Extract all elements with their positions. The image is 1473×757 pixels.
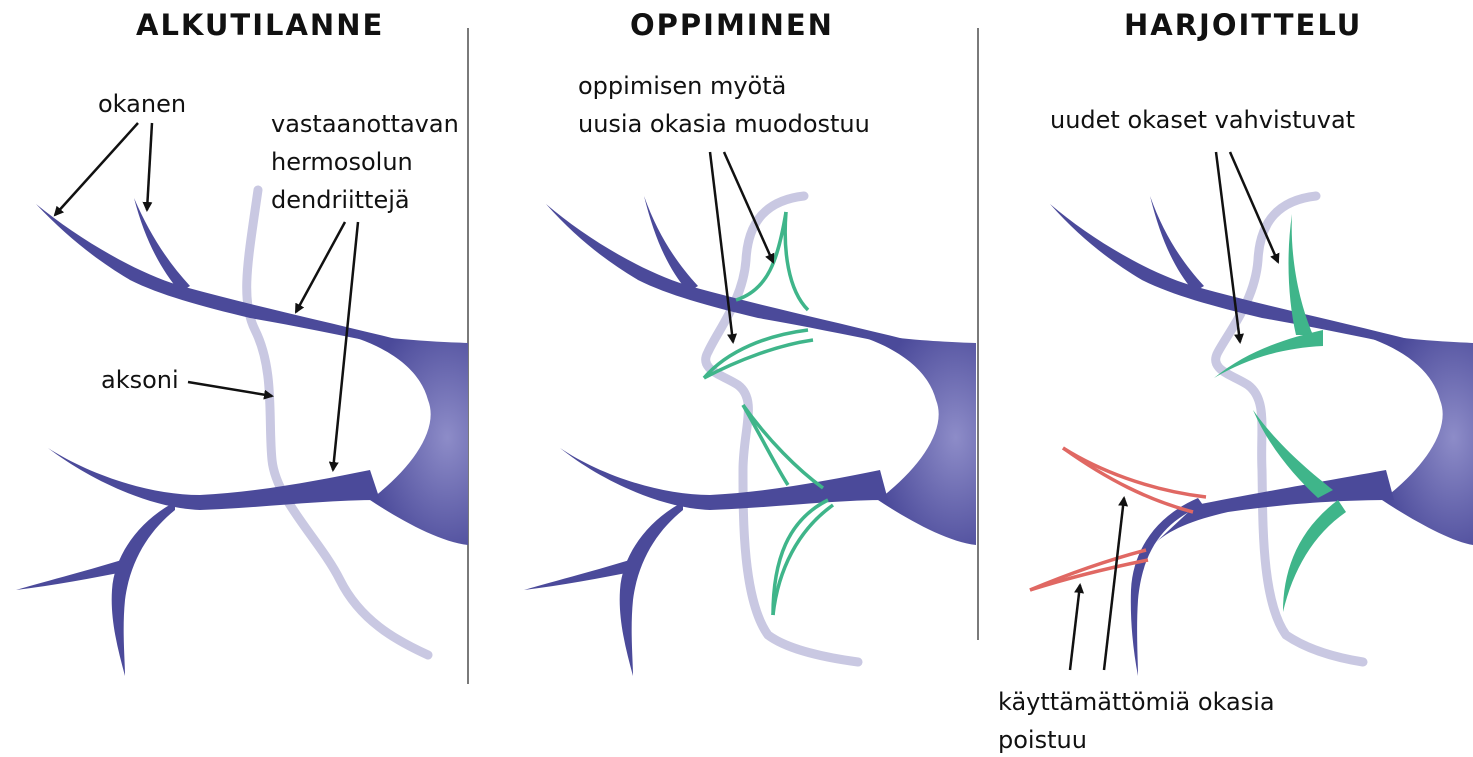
arrow-dendrite-1 [296,222,345,312]
arrow-new-spine-1 [710,152,733,342]
panel-initial-state: ALKUTILANNE okanen vastaanottavan hermos… [0,0,468,757]
label-removed-1: käyttämättömiä okasia [998,686,1275,718]
label-dendrites-2: hermosolun [271,146,413,178]
removed-spines [1030,448,1206,590]
dendrite-lower-branch [1131,498,1203,676]
arrow-removed-2 [1104,498,1124,670]
panel-learning: OPPIMINEN oppimisen myötä uusia okasia m… [468,0,978,757]
dendrite-lower [48,448,380,510]
arrow-okanen-1 [55,123,138,215]
label-dendrites-3: dendriittejä [271,184,410,216]
dendrite-lower [560,448,888,510]
arrow-strengthen-2 [1230,152,1278,262]
label-dendrites-1: vastaanottavan [271,108,459,140]
soma [330,330,468,545]
label-okanen: okanen [98,88,186,120]
panel-practice: HARJOITTELU uudet okaset vahvistuvat käy… [978,0,1473,757]
label-new-spines-2: uusia okasia muodostuu [578,108,870,140]
arrow-axon [188,382,272,396]
dendrite-lower-branch [620,502,683,676]
strengthened-spine-4 [1283,500,1346,612]
axon [706,196,858,662]
label-axon: aksoni [101,364,179,396]
label-removed-2: poistuu [998,724,1087,756]
arrow-removed-1 [1070,585,1080,670]
soma [1344,330,1473,545]
arrow-okanen-2 [147,123,152,210]
label-strengthen: uudet okaset vahvistuvat [1050,104,1355,136]
arrow-dendrite-2 [333,222,358,470]
arrow-strengthen-1 [1216,152,1240,342]
label-new-spines-1: oppimisen myötä [578,70,786,102]
dendrite-lower-branch [112,502,175,676]
soma [840,330,976,545]
